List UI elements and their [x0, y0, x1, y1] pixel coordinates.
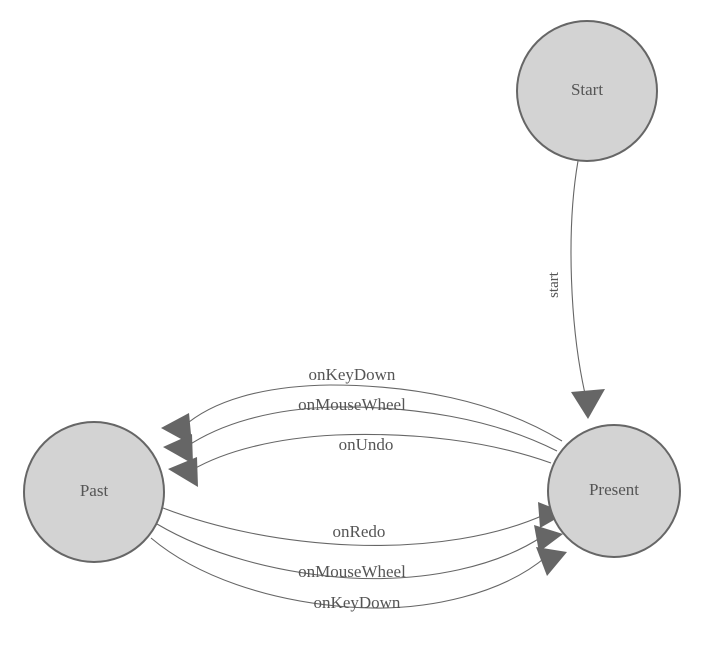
edge-onredo-path — [162, 507, 547, 546]
edge-onundo-arrowhead — [168, 457, 198, 487]
node-past[interactable]: Past — [23, 421, 165, 563]
edge-start[interactable]: start — [546, 160, 605, 419]
edge-start-path — [570, 160, 587, 399]
node-present-label: Present — [589, 480, 639, 499]
edge-onredo[interactable]: onRedo — [162, 502, 566, 546]
edge-onmousewheel-undo-arrowhead — [163, 434, 193, 464]
edge-onkeydown-redo-path — [150, 537, 548, 609]
node-past-circle — [23, 421, 165, 563]
edge-onkeydown-redo[interactable]: onKeyDown — [150, 537, 567, 612]
edge-onredo-label: onRedo — [333, 522, 386, 541]
edge-onkeydown-undo-arrowhead — [161, 413, 192, 445]
edge-start-arrowhead — [571, 389, 605, 419]
edge-onmousewheel-undo-label: onMouseWheel — [298, 395, 406, 414]
node-present[interactable]: Present — [547, 424, 681, 558]
edge-start-label: start — [546, 271, 562, 298]
edge-onmousewheel-redo-path — [156, 523, 544, 580]
edge-onkeydown-undo-path — [182, 384, 563, 442]
node-start[interactable]: Start — [516, 20, 658, 162]
edge-onmousewheel-redo-label: onMouseWheel — [298, 562, 406, 581]
edge-onmousewheel-undo[interactable]: onMouseWheel — [163, 395, 558, 464]
edge-onundo-label: onUndo — [339, 435, 394, 454]
edge-onundo-path — [191, 433, 552, 471]
edge-onkeydown-undo[interactable]: onKeyDown — [161, 365, 563, 445]
edge-onmousewheel-redo[interactable]: onMouseWheel — [156, 523, 563, 581]
edge-onkeydown-redo-arrowhead — [536, 547, 567, 576]
node-start-circle — [516, 20, 658, 162]
edge-onmousewheel-redo-arrowhead — [534, 525, 563, 552]
edge-onkeydown-undo-label: onKeyDown — [309, 365, 396, 384]
edge-onundo[interactable]: onUndo — [168, 433, 552, 487]
node-present-circle — [547, 424, 681, 558]
node-past-label: Past — [80, 481, 109, 500]
edge-onkeydown-redo-label: onKeyDown — [314, 593, 401, 612]
node-start-label: Start — [571, 80, 603, 99]
edge-onmousewheel-undo-path — [185, 406, 558, 452]
